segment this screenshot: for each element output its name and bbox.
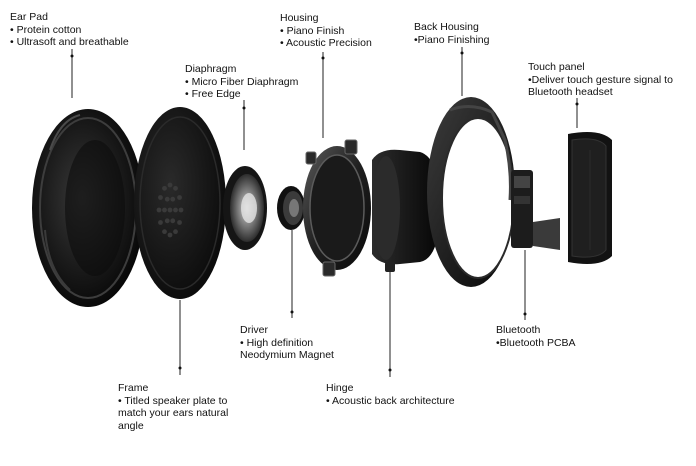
frame-hole	[173, 185, 178, 191]
driver-label: Driver • High definition Neodymium Magne…	[240, 324, 334, 362]
back-housing-line-1: •Piano Finishing	[414, 33, 490, 46]
leader-dots	[70, 51, 579, 372]
frame-hole	[162, 207, 167, 213]
frame-component	[134, 107, 226, 299]
bluetooth-pcba-component	[511, 170, 560, 250]
hinge-label: Hinge • Acoustic back architecture	[326, 382, 455, 407]
frame-hole	[177, 220, 182, 225]
diaphragm-line-2: • Free Edge	[185, 88, 241, 100]
frame-hole	[167, 182, 173, 188]
hinge-line-1: • Acoustic back architecture	[326, 394, 455, 407]
frame-hole	[173, 207, 178, 213]
bluetooth-title: Bluetooth	[496, 324, 541, 336]
ear-pad-line-1: • Protein cotton	[10, 23, 82, 36]
frame-hole	[164, 196, 170, 202]
diaphragm-line-1: • Micro Fiber Diaphragm	[185, 75, 299, 88]
diaphragm-title: Diaphragm	[185, 63, 237, 75]
housing-line-2: • Acoustic Precision	[280, 37, 372, 49]
housing-label: Housing • Piano Finish • Acoustic Precis…	[280, 12, 372, 50]
ear-pad-label: Ear Pad • Protein cotton • Ultrasoft and…	[10, 11, 129, 49]
touch-panel-label: Touch panel •Deliver touch gesture signa…	[528, 61, 673, 99]
driver-line-2: Neodymium Magnet	[240, 349, 334, 361]
frame-hole	[158, 220, 163, 225]
housing-title: Housing	[280, 12, 319, 24]
frame-hole	[178, 207, 184, 213]
housing-line-1: • Piano Finish	[280, 24, 345, 37]
frame-hole	[167, 207, 173, 213]
frame-hole	[170, 196, 176, 202]
bluetooth-label: Bluetooth •Bluetooth PCBA	[496, 324, 576, 349]
back-housing-label: Back Housing •Piano Finishing	[414, 21, 489, 46]
frame-hole	[162, 185, 167, 191]
driver-title: Driver	[240, 324, 268, 336]
touch-panel-line-2: Bluetooth headset	[528, 86, 613, 98]
touch-panel-component	[568, 132, 612, 264]
housing-component	[303, 139, 371, 277]
frame-line-2: match your ears natural	[118, 407, 229, 419]
touch-panel-line-1: •Deliver touch gesture signal to	[528, 73, 673, 86]
frame-hole	[167, 232, 173, 238]
ear-pad-title: Ear Pad	[10, 11, 48, 23]
frame-hole	[164, 218, 170, 224]
ear-pad-line-2: • Ultrasoft and breathable	[10, 36, 129, 48]
frame-label: Frame • Titled speaker plate to match yo…	[118, 382, 228, 432]
driver-line-1: • High definition	[240, 336, 314, 349]
bluetooth-line-1: •Bluetooth PCBA	[496, 336, 576, 349]
frame-line-3: angle	[118, 419, 144, 432]
frame-hole	[173, 229, 178, 235]
frame-hole	[158, 195, 163, 200]
back-housing-title: Back Housing	[414, 21, 479, 33]
frame-line-1: • Titled speaker plate to	[118, 394, 228, 407]
frame-hole	[177, 195, 182, 200]
touch-panel-title: Touch panel	[528, 61, 585, 73]
diaphragm-label: Diaphragm • Micro Fiber Diaphragm • Free…	[185, 63, 298, 101]
hinge-title: Hinge	[326, 382, 354, 394]
frame-hole	[156, 207, 162, 213]
back-housing-component	[427, 97, 515, 287]
frame-hole	[170, 218, 176, 224]
frame-hole	[162, 229, 167, 235]
frame-title: Frame	[118, 382, 149, 394]
